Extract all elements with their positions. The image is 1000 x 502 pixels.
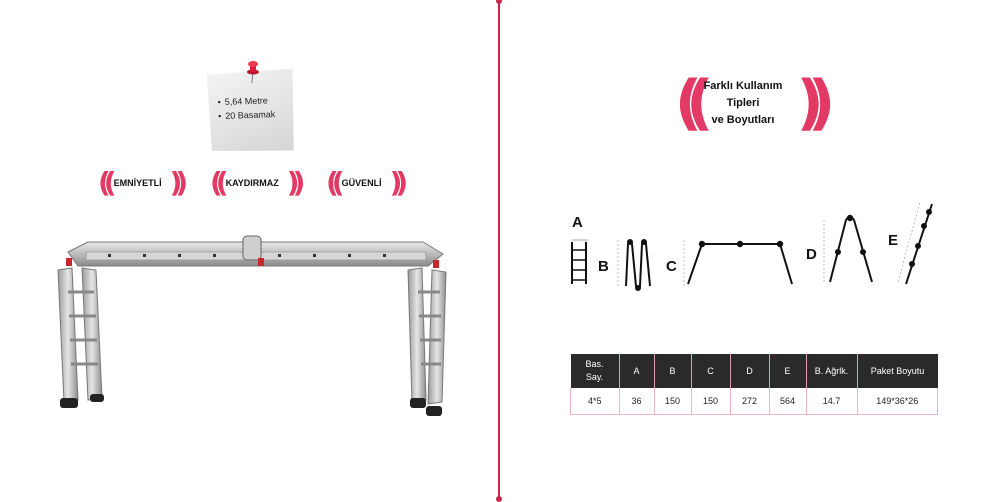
ladder-product-image	[57, 235, 447, 416]
open-paren-icon: ((	[210, 166, 228, 199]
header-weight: B. Ağrlk.	[805, 354, 857, 388]
cell-c: 150	[690, 388, 730, 415]
note-item-steps: 20 Basamak	[218, 107, 276, 123]
diagram-label-c: C	[666, 258, 677, 275]
cell-b: 150	[653, 388, 691, 415]
header-b: B	[653, 354, 691, 388]
cell-package-size: 149*36*26	[856, 388, 938, 415]
usage-types-title: (( Farklı Kullanım Tipleri ve Boyutları …	[672, 68, 835, 138]
header-a: A	[618, 354, 654, 388]
badge-nonslip: (( KAYDIRMAZ ))	[210, 166, 305, 199]
open-paren-icon: ((	[674, 68, 714, 138]
cell-a: 36	[618, 388, 654, 415]
header-d: D	[729, 354, 769, 388]
diagram-c-scaffold	[683, 240, 793, 286]
close-paren-icon: ))	[389, 166, 408, 199]
header-package-size: Paket Boyutu	[856, 354, 938, 388]
cell-d: 272	[729, 388, 769, 415]
badge-safe: (( EMNİYETLİ ))	[98, 166, 188, 199]
center-divider	[496, 0, 502, 502]
cell-e: 564	[768, 388, 806, 415]
diagram-label-d: D	[806, 246, 817, 263]
cell-weight: 14.7	[805, 388, 857, 415]
usage-diagrams: A B C D E	[560, 200, 950, 300]
note-list: 5,64 Metre 20 Basamak	[217, 93, 275, 123]
diagram-a-straight-ladder	[571, 239, 588, 284]
diagram-d-aframe	[823, 214, 873, 284]
close-paren-icon: ))	[286, 166, 305, 199]
badge-label: EMNİYETLİ	[113, 178, 162, 188]
push-pin-icon	[247, 61, 259, 84]
close-paren-icon: ))	[796, 68, 835, 138]
header-step-count: Bas. Say.	[570, 354, 619, 388]
table-row: 4*5 36 150 150 272 564 14.7 149*36*26	[570, 388, 938, 415]
header-c: C	[690, 354, 730, 388]
diagram-label-b: B	[598, 258, 609, 275]
badge-label: GÜVENLİ	[341, 178, 382, 188]
diagram-drawings	[571, 201, 933, 291]
open-paren-icon: ((	[98, 166, 116, 199]
diagram-label-e: E	[888, 232, 899, 249]
header-e: E	[768, 354, 806, 388]
diagram-b-folded	[617, 239, 651, 291]
title-text: Farklı Kullanım Tipleri ve Boyutları	[703, 79, 783, 126]
cell-step-count: 4*5	[570, 388, 619, 415]
close-paren-icon: ))	[169, 166, 188, 199]
diagram-e-extension	[897, 201, 933, 285]
badge-label: KAYDIRMAZ	[225, 178, 279, 188]
table-header-row: Bas. Say. A B C D E B. Ağrlk. Paket Boyu…	[570, 354, 938, 388]
open-paren-icon: ((	[326, 166, 344, 199]
diagram-label-a: A	[572, 214, 583, 231]
badge-secure: (( GÜVENLİ ))	[326, 166, 408, 199]
spec-table: Bas. Say. A B C D E B. Ağrlk. Paket Boyu…	[570, 354, 938, 415]
